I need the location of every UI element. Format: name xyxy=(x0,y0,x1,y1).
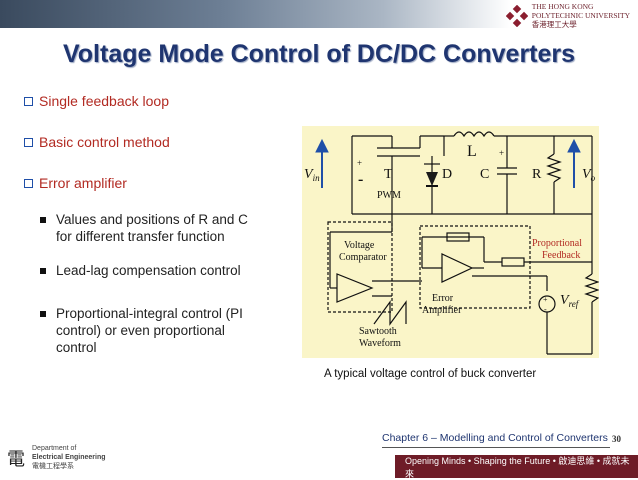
proportional-label: Proportional xyxy=(532,238,582,249)
sub-bullet-item: Lead-lag compensation control xyxy=(40,262,241,279)
checkbox-bullet-icon xyxy=(24,178,33,188)
square-bullet-icon xyxy=(40,311,46,317)
header-band xyxy=(0,0,638,28)
plus-sign: + xyxy=(499,148,504,158)
sub-bullet-item: Proportional-integral control (PI contro… xyxy=(40,305,243,356)
sub-bullet-line: Values and positions of R and C xyxy=(56,212,248,227)
figure-caption: A typical voltage control of buck conver… xyxy=(324,368,537,380)
amplifier-label: Amplifier xyxy=(422,305,462,316)
university-name-line1: THE HONG KONG xyxy=(531,2,594,11)
voltage-label: Voltage xyxy=(344,240,375,251)
bullet-text: Basic control method xyxy=(39,134,170,150)
plus-sign: + xyxy=(357,158,362,168)
error-label: Error xyxy=(432,293,454,304)
bullet-item: Single feedback loop xyxy=(24,93,169,109)
inductor-l-label: L xyxy=(467,143,477,160)
page-number: 30 xyxy=(612,434,621,444)
checkbox-bullet-icon xyxy=(24,137,33,147)
minus-sign: - xyxy=(358,171,363,188)
bullet-text: Single feedback loop xyxy=(39,93,169,109)
bullet-item: Error amplifier xyxy=(24,175,127,191)
university-name-line3: 香港理工大學 xyxy=(531,20,577,29)
slide-title: Voltage Mode Control of DC/DC Converters xyxy=(62,40,576,68)
checkbox-bullet-icon xyxy=(24,96,33,106)
waveform-label: Waveform xyxy=(359,338,401,349)
square-bullet-icon xyxy=(40,217,46,223)
capacitor-c-label: C xyxy=(480,167,489,182)
square-bullet-icon xyxy=(40,268,46,274)
sub-bullet-line: control xyxy=(56,340,97,355)
sawtooth-label: Sawtooth xyxy=(359,326,397,337)
sub-bullet-line: Proportional-integral control (PI xyxy=(56,306,243,321)
polyu-logo-icon xyxy=(505,4,528,27)
diode-d-label: D xyxy=(442,167,452,182)
vin-label: Vin xyxy=(304,167,320,183)
resistor-r-label: R xyxy=(532,167,542,182)
switch-t-label: T xyxy=(384,167,393,182)
svg-text:電: 電 xyxy=(7,449,25,469)
university-name-line2: POLYTECHNIC UNIVERSITY xyxy=(531,11,630,20)
department-emblem-icon: 電 xyxy=(7,449,25,469)
department-line2: Electrical Engineering xyxy=(32,454,106,461)
plus-sign: + xyxy=(543,295,548,304)
department-line1: Department of xyxy=(32,445,77,452)
vo-label: Vo xyxy=(582,167,596,183)
comparator-label: Comparator xyxy=(339,252,387,263)
feedback-label: Feedback xyxy=(542,250,580,261)
pwm-label: PWM xyxy=(377,190,401,201)
department-logo: 電 Department of Electrical Engineering 電… xyxy=(6,444,106,471)
department-name: Department of Electrical Engineering 電機工… xyxy=(32,444,106,471)
minus-sign: - xyxy=(544,305,547,314)
sub-bullet-line: for different transfer function xyxy=(56,229,225,244)
vref-label: Vref xyxy=(560,293,580,309)
bullet-text: Error amplifier xyxy=(39,175,127,191)
slogan-band: Opening Minds • Shaping the Future • 啟迪思… xyxy=(395,455,638,479)
bullet-item: Basic control method xyxy=(24,134,170,150)
university-name: THE HONG KONG POLYTECHNIC UNIVERSITY 香港理… xyxy=(532,2,630,29)
circuit-schematic: Vin + - T D L C R Vo PWM Voltage Compara… xyxy=(304,131,600,355)
sub-bullet-line: control) or even proportional xyxy=(56,323,225,338)
chapter-title: Chapter 6 – Modelling and Control of Con… xyxy=(382,432,608,444)
sub-bullet-item: Values and positions of R and C for diff… xyxy=(40,211,248,245)
footer-rule xyxy=(382,447,610,448)
buck-converter-diagram: Vin + - T D L C R Vo PWM Voltage Compara… xyxy=(302,126,600,358)
sub-bullet-line: Lead-lag compensation control xyxy=(56,263,241,278)
department-line3: 電機工程學系 xyxy=(32,463,74,470)
university-logo: THE HONG KONG POLYTECHNIC UNIVERSITY 香港理… xyxy=(505,2,630,29)
